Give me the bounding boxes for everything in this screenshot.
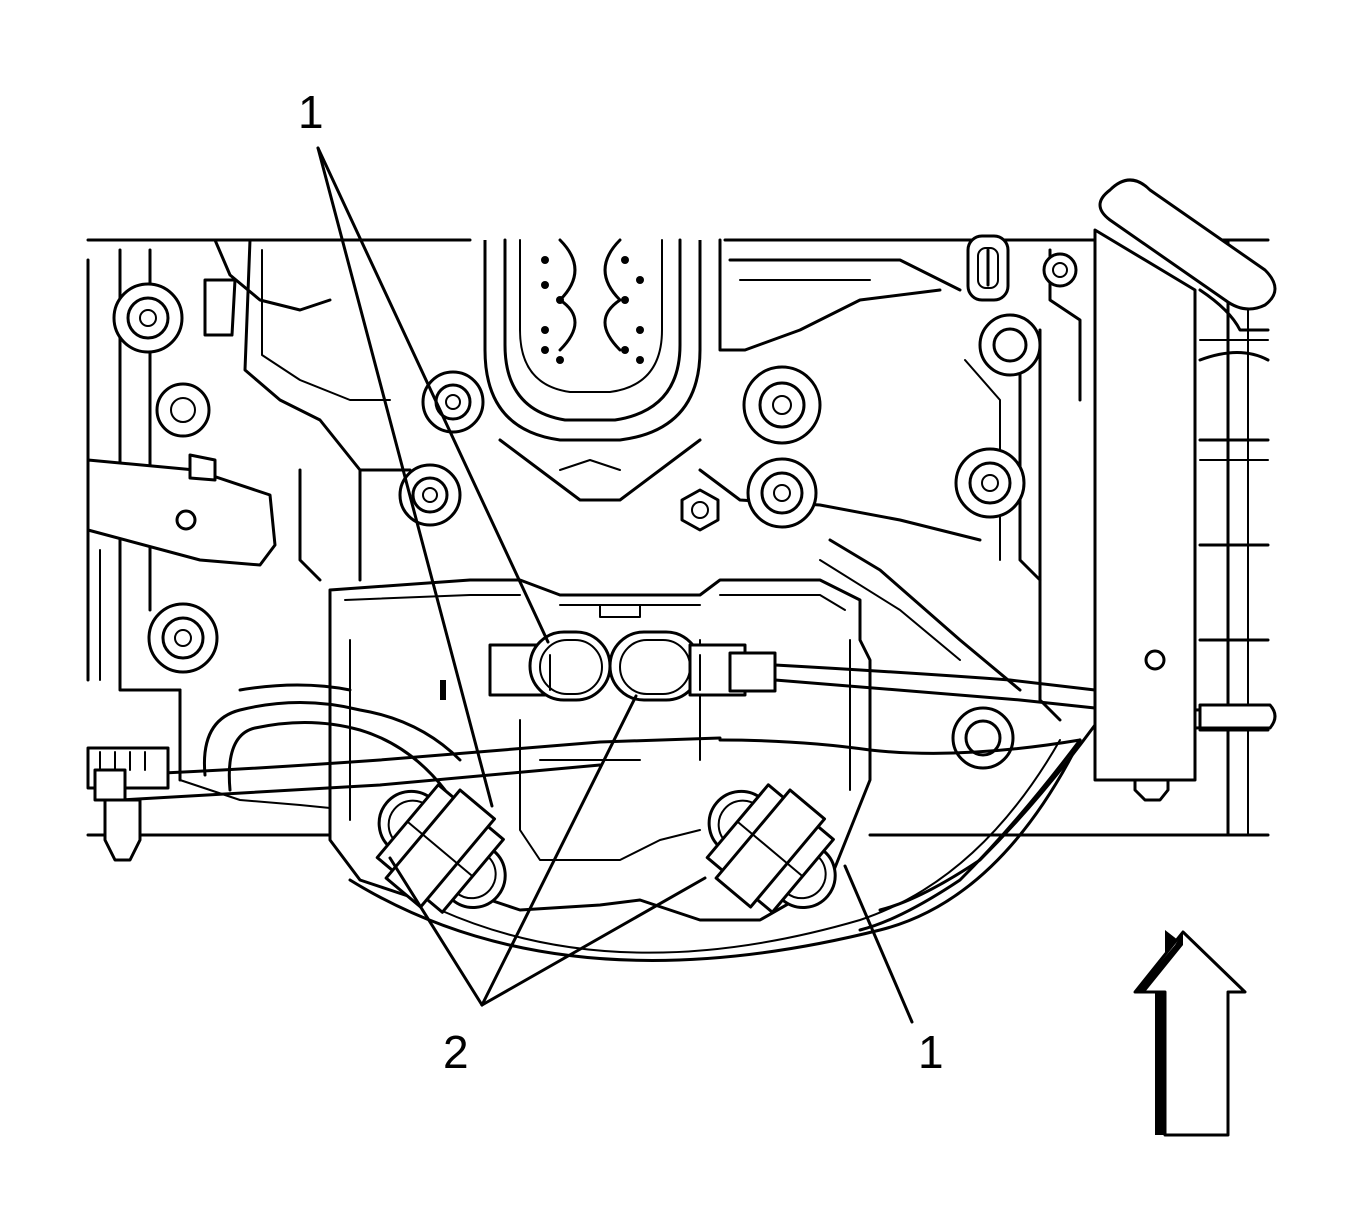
- leader-line: [480, 694, 638, 1007]
- callout-label-1-bottom: 1: [918, 1026, 944, 1078]
- leader-line: [388, 856, 484, 1007]
- bolt: [1042, 252, 1078, 288]
- coil-connector-right: [705, 783, 837, 914]
- leader-line: [480, 876, 707, 1007]
- leader-lines: [316, 146, 914, 1024]
- leader-line: [843, 864, 914, 1024]
- left-bracket: [86, 278, 277, 567]
- coil-connector-upper-pair: [440, 630, 777, 702]
- wiring-harness: [118, 663, 1277, 932]
- bolt: [421, 370, 485, 434]
- left-harness-clip: [86, 746, 170, 862]
- bolt: [112, 282, 184, 354]
- bolt: [978, 313, 1042, 377]
- bolt: [742, 365, 822, 445]
- bolt: [951, 706, 1015, 770]
- direction-arrow-icon: [1133, 930, 1247, 1137]
- main-harness-connector: [483, 238, 702, 502]
- lower-housing-arc: [348, 738, 1082, 962]
- bolt: [746, 457, 818, 529]
- leader-line: [316, 146, 550, 644]
- bolt: [680, 488, 720, 532]
- engine-block: [86, 238, 1270, 837]
- leader-line: [316, 146, 494, 808]
- callout-label-1-top: 1: [298, 86, 324, 138]
- callout-label-2: 2: [443, 1026, 469, 1078]
- bolt: [155, 382, 211, 438]
- right-support-bracket: [1093, 178, 1277, 802]
- coil-connector-left: [375, 783, 507, 914]
- bolt: [147, 602, 219, 674]
- sensor-connector: [966, 234, 1010, 302]
- bolt: [954, 447, 1026, 519]
